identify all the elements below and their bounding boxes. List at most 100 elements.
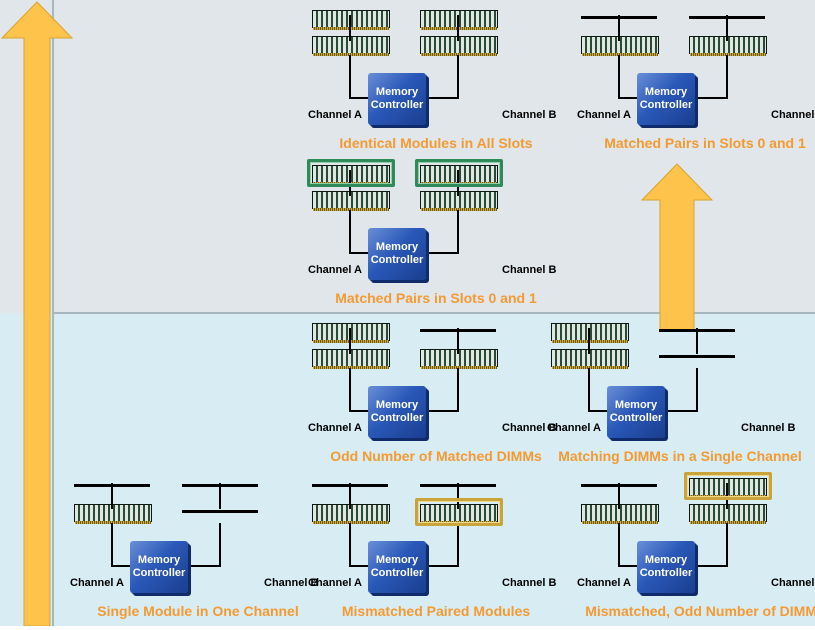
dimm-module-a [312, 165, 390, 185]
config-caption: Mismatched Paired Modules [341, 603, 531, 619]
dimm-module-b [420, 504, 498, 524]
channel-b-label: Channel B [771, 577, 815, 589]
channel-a-label: Channel A [308, 422, 362, 434]
memory-controller-label: Controller [370, 99, 424, 111]
memory-controller-label: Controller [132, 567, 186, 579]
wire [349, 210, 351, 254]
wire [188, 565, 221, 567]
dimm-module-a [312, 10, 390, 30]
memory-controller-label: Controller [639, 567, 693, 579]
wire [618, 565, 644, 567]
wire [426, 565, 459, 567]
empty-slot-b [182, 510, 258, 513]
wire [349, 252, 375, 254]
wire [349, 410, 375, 412]
dimm-module-b [689, 478, 767, 498]
memory-controller-label: Controller [370, 567, 424, 579]
wire [349, 97, 375, 99]
wire [219, 523, 221, 567]
wire [665, 410, 698, 412]
wire [457, 328, 459, 354]
wire [349, 368, 351, 412]
wire [349, 170, 351, 196]
channel-a-label: Channel A [308, 577, 362, 589]
wire [457, 483, 459, 509]
wire [457, 170, 459, 196]
memory-controller-label: Controller [370, 412, 424, 424]
channel-b-label: Channel B [771, 109, 815, 121]
wire [588, 328, 590, 354]
dimm-module-b [420, 349, 498, 369]
channel-a-label: Channel A [547, 422, 601, 434]
dimm-module-a [312, 323, 390, 343]
channel-b-label: Channel B [502, 577, 557, 589]
dimm-module-b [420, 165, 498, 185]
config-caption: Odd Number of Matched DIMMs [330, 448, 542, 464]
channel-b-label: Channel B [502, 264, 557, 276]
channel-a-label: Channel A [577, 577, 631, 589]
wire [457, 15, 459, 41]
dimm-module-a [551, 349, 629, 369]
dimm-module-b [420, 10, 498, 30]
memory-controller-label: Controller [609, 412, 663, 424]
wire [726, 483, 728, 509]
dimm-module-b [689, 504, 767, 524]
wire [695, 565, 728, 567]
config-caption: Matched Pairs in Slots 0 and 1 [604, 135, 806, 151]
channel-b-label: Channel B [502, 422, 557, 434]
memory-controller-label: Memory [375, 399, 419, 411]
wire [349, 483, 351, 509]
config-caption: Mismatched, Odd Number of DIMMs [585, 603, 815, 619]
wire [457, 210, 459, 254]
wire [349, 15, 351, 41]
dimm-module-a [581, 504, 659, 524]
config-caption: Identical Modules in All Slots [339, 135, 533, 151]
wire [726, 523, 728, 567]
dimm-module-a [312, 349, 390, 369]
wire [696, 328, 698, 354]
wire [457, 368, 459, 412]
memory-controller-label: Memory [375, 241, 419, 253]
channel-b-label: Channel B [264, 577, 319, 589]
wire [426, 410, 459, 412]
wire [726, 55, 728, 99]
wire [618, 483, 620, 509]
channel-a-label: Channel A [308, 109, 362, 121]
dimm-module-b [420, 191, 498, 211]
wire [349, 565, 375, 567]
wire [726, 15, 728, 41]
wire [426, 97, 459, 99]
wire [618, 15, 620, 41]
wire [588, 410, 614, 412]
dimm-module-a [551, 323, 629, 343]
channel-a-label: Channel A [308, 264, 362, 276]
channel-a-label: Channel A [70, 577, 124, 589]
band-divider [52, 312, 815, 314]
memory-controller-label: Memory [614, 399, 658, 411]
wire [111, 483, 113, 509]
middle-up-arrow [640, 163, 714, 332]
left-up-arrow [0, 1, 74, 626]
wire [588, 368, 590, 412]
wire [696, 368, 698, 412]
dimm-module-a [312, 36, 390, 56]
memory-controller-label: Memory [137, 554, 181, 566]
memory-controller-label: Controller [370, 254, 424, 266]
dimm-module-a [312, 504, 390, 524]
dimm-module-b [420, 36, 498, 56]
